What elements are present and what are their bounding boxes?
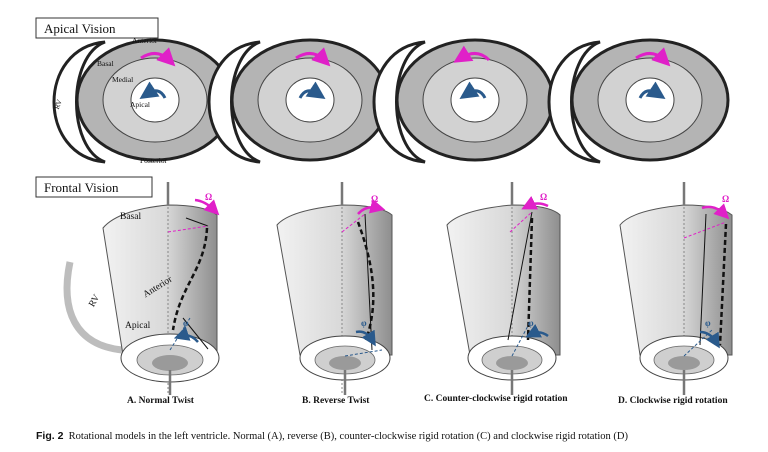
frontal-view-a [63,182,220,395]
apical-ring [625,77,675,123]
fiber-line [526,217,534,341]
apical-vision-text: Apical Vision [44,21,116,36]
fiber-line [718,223,728,346]
rv-arc [63,261,123,354]
omega-label-c: Ω [540,192,547,202]
apical-ring [285,77,335,123]
panel-label-c: C. Counter-clockwise rigid rotation [424,394,568,404]
rv-crescent [52,40,106,164]
frontal-rv-label: RV [87,293,102,309]
phi-arrow [173,326,199,343]
apex-inner [496,356,528,370]
apex-inner [329,356,361,370]
basal-label: Basal [97,59,114,68]
inner-rotation-arrow [298,81,326,99]
apical-label: Apical [130,100,150,109]
apical-view-a [52,38,235,164]
inner-rotation-arrow [139,81,167,99]
apex-inner [152,355,188,371]
outer-rotation-arrow [140,47,176,67]
phi-arrow [699,330,720,349]
apical-view-b [207,38,390,164]
outer-rotation-arrow [295,47,331,67]
inner-rotation-arrow [638,81,666,99]
phi-label-b: φ [361,318,367,328]
frontal-view-d [619,182,733,395]
panel-label-d: D. Clockwise rigid rotation [618,396,728,406]
omega-label-b: Ω [371,194,378,204]
medial-label: Medial [112,75,133,84]
phi-label-a: φ [183,318,189,328]
omega-arrow [521,195,549,210]
frontal-view-c [446,182,561,395]
rv-crescent [372,40,426,164]
omega-label-a: Ω [205,192,212,202]
phi-label-c: φ [528,318,534,328]
outer-rotation-arrow [453,45,491,63]
fiber-line [356,221,375,341]
ventricle-body [619,204,733,356]
panel-label-b: B. Reverse Twist [302,396,370,406]
inner-rotation-arrow [459,81,487,99]
phi-label-d: φ [705,318,711,328]
rv-crescent [207,40,261,164]
ventricle-body [276,204,393,356]
omega-arrow [701,203,730,220]
anterior-label: Anterior [132,36,158,45]
apical-view-c [372,38,555,164]
frontal-basal-label: Basal [120,212,141,222]
apex-inner [668,356,700,370]
frontal-apical-label: Apical [125,321,151,331]
outer-rotation-arrow [635,47,671,67]
omega-label-d: Ω [722,194,729,204]
panel-label-a: A. Normal Twist [127,396,195,406]
frontal-vision-text: Frontal Vision [44,180,119,195]
caption-fig-number: Fig. 2 [36,430,64,442]
frontal-view-b [276,182,393,395]
phi-arrow [525,323,549,338]
fiber-line [171,227,209,331]
omega-arrow [194,198,220,216]
apical-vision-label: Apical Vision [35,17,159,39]
figure-caption: Fig. 2 Rotational models in the left ven… [36,430,756,442]
apical-view-d [547,38,730,164]
rotational-models-figure: Apical Vision Frontal Vision Anterior Ba… [35,17,733,406]
frontal-vision-label: Frontal Vision [35,176,153,198]
rv-label-top: RV [52,98,64,111]
caption-text: Rotational models in the left ventricle.… [68,431,628,442]
apical-ring [450,77,500,123]
phi-arrow [355,329,376,347]
rv-crescent [547,40,601,164]
omega-arrow [357,198,386,215]
posterior-label: Posterior [140,156,168,165]
